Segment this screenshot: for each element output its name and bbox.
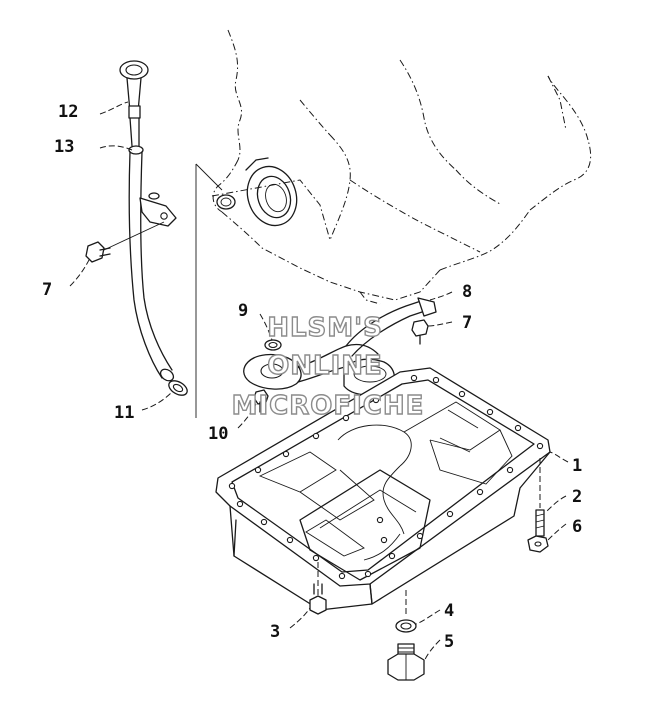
dipstick-guide-tube	[128, 145, 177, 382]
callout-6: 6	[572, 517, 582, 537]
watermark-line-3: MICROFICHE	[232, 391, 425, 421]
callout-11: 11	[114, 403, 134, 423]
dipstick-bolt	[85, 221, 165, 263]
strainer-gasket	[264, 339, 282, 351]
callouts: 1 2 3 4 5 6 7 7 8 9 10 11 12 13	[42, 102, 582, 652]
callout-8: 8	[462, 282, 472, 302]
nut	[527, 535, 549, 553]
callout-2: 2	[572, 487, 582, 507]
callout-7-left: 7	[42, 280, 52, 300]
callout-9: 9	[238, 301, 248, 321]
callout-5: 5	[444, 632, 454, 652]
drain-washer	[395, 590, 417, 633]
dipstick	[119, 60, 149, 147]
callout-13: 13	[54, 137, 74, 157]
leader-lines	[69, 101, 569, 663]
callout-12: 12	[58, 102, 78, 122]
callout-10: 10	[208, 424, 228, 444]
oil-pan	[215, 367, 551, 611]
o-ring	[168, 380, 188, 396]
callout-3: 3	[270, 622, 280, 642]
watermark: HLSM'S ONLINE MICROFICHE	[231, 312, 425, 421]
engine-block-outline	[211, 29, 592, 305]
watermark-line-1: HLSM'S	[267, 313, 383, 343]
watermark-line-2: ONLINE	[267, 351, 383, 381]
callout-4: 4	[444, 601, 454, 621]
pan-bolt	[309, 562, 327, 615]
stud	[535, 458, 545, 537]
oil-strainer	[243, 297, 437, 396]
callout-7-right: 7	[462, 313, 472, 333]
flange-bolt-holes	[228, 374, 544, 580]
strainer-bracket-bolt	[411, 319, 429, 345]
strainer-bolt	[253, 389, 269, 413]
engine-seal-housing	[216, 157, 298, 227]
callout-1: 1	[572, 456, 582, 476]
drain-plug	[387, 643, 425, 681]
